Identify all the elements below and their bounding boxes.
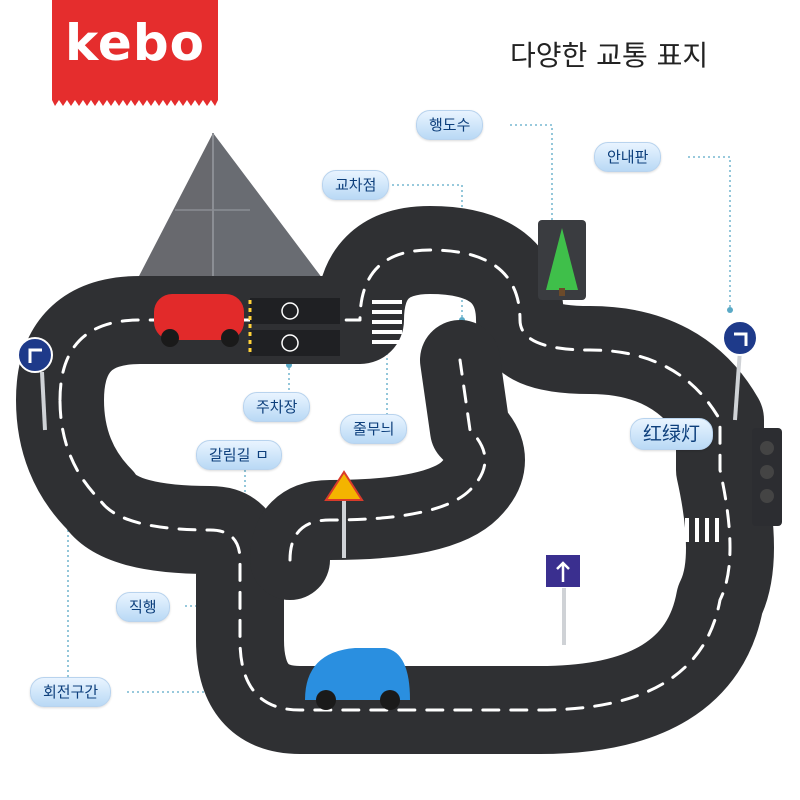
traffic-light	[752, 428, 782, 526]
blue-car	[305, 648, 410, 710]
turn-sign	[722, 320, 758, 421]
page-title: 다양한 교통 표지	[510, 39, 709, 72]
parking-bays	[248, 298, 340, 356]
callout-turning: 회전구간	[30, 677, 112, 707]
triangle-tile	[138, 133, 322, 278]
callout-intersection: 교차점	[322, 170, 390, 200]
callout-fork-road: 갈림길 ㅁ	[196, 440, 282, 470]
banner-zigzag	[52, 98, 218, 106]
callout-traffic-light: 红绿灯	[630, 418, 714, 450]
tree-sign	[538, 220, 586, 300]
road-track	[16, 206, 774, 754]
callout-straight: 직행	[116, 592, 170, 622]
warning-sign	[324, 470, 364, 558]
callout-crosswalk-sign: 행도수	[416, 110, 484, 140]
straight-sign	[546, 555, 580, 645]
left-turn-sign	[17, 337, 53, 431]
callout-signboard: 안내판	[594, 142, 662, 172]
crosswalks	[372, 300, 719, 542]
red-car	[154, 294, 244, 347]
callout-zebra: 줄무늬	[340, 414, 408, 444]
brand-logo: kebo	[52, 0, 218, 106]
callout-parking: 주차장	[243, 392, 311, 422]
logo-text: kebo	[65, 14, 205, 72]
